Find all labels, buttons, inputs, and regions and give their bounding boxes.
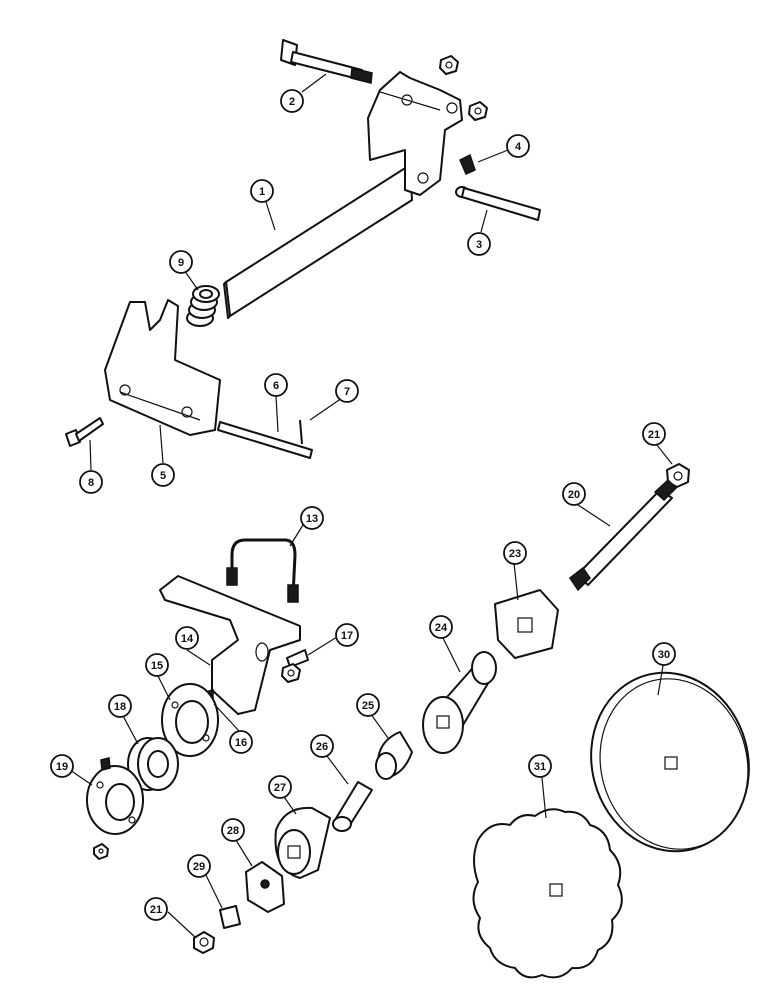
callout-3: 3 [467,232,491,256]
svg-text:31: 31 [534,761,546,773]
spool-part-24 [422,651,497,754]
svg-text:21: 21 [648,429,660,441]
svg-text:19: 19 [56,761,68,773]
svg-text:26: 26 [316,741,328,753]
svg-text:25: 25 [362,700,374,712]
callout-1: 1 [250,179,274,203]
svg-text:30: 30 [658,649,670,661]
callout-20: 20 [562,482,586,506]
arm-part-1 [223,71,463,319]
svg-text:24: 24 [435,622,448,634]
spring-part-9 [186,285,220,327]
svg-text:14: 14 [181,633,194,645]
callout-21-upper: 21 [642,422,666,446]
spool-end-part-23 [494,589,559,659]
svg-text:23: 23 [509,548,521,560]
tube-part-26 [332,781,373,832]
callout-28: 28 [221,818,245,842]
bolt-part-2 [280,39,373,84]
callout-14: 14 [175,626,199,650]
svg-text:21: 21 [150,904,162,916]
callout-8: 8 [79,470,103,494]
cone-part-25 [375,731,413,780]
flange-part-15 [161,683,219,757]
svg-text:5: 5 [160,470,166,482]
callout-19: 19 [50,754,74,778]
callout-31: 31 [528,754,552,778]
svg-text:13: 13 [306,513,318,525]
callout-29: 29 [187,854,211,878]
callout-24: 24 [429,615,453,639]
bracket-part-5 [104,299,221,436]
callout-18: 18 [108,694,132,718]
notched-disc-part-31 [472,808,623,979]
callout-23: 23 [503,541,527,565]
svg-text:15: 15 [151,660,163,672]
svg-text:18: 18 [114,701,126,713]
bolt-part-8 [65,417,104,447]
svg-text:4: 4 [515,141,522,153]
nut-top-2 [468,101,488,121]
svg-text:28: 28 [227,825,239,837]
nut-mid [281,663,301,683]
callout-26: 26 [310,734,334,758]
callout-30: 30 [652,642,676,666]
svg-text:3: 3 [476,239,482,251]
block-part-28 [245,861,285,913]
svg-text:17: 17 [341,630,353,642]
callout-15: 15 [145,653,169,677]
callout-16: 16 [229,730,253,754]
callout-21-lower: 21 [144,897,168,921]
clip-part-29 [219,905,241,929]
svg-text:8: 8 [88,477,94,489]
svg-text:20: 20 [568,489,580,501]
callout-9: 9 [169,250,193,274]
nut-top-1 [439,55,459,75]
svg-text:29: 29 [193,861,205,873]
callout-4: 4 [506,134,530,158]
svg-text:2: 2 [289,96,295,108]
pin-part-3 [455,186,541,221]
u-bolt-part-13 [226,538,299,603]
nut-lower-left [93,843,109,860]
shaft-part-20 [568,478,678,592]
svg-text:16: 16 [235,737,247,749]
cotter-part-7 [299,419,303,445]
plate-part-14 [159,575,301,715]
svg-text:6: 6 [273,380,279,392]
callout-17: 17 [335,623,359,647]
hub-part-19 [86,757,144,835]
bearing-part-18 [127,737,179,791]
clip-part-4 [459,153,476,175]
svg-text:1: 1 [259,186,265,198]
callout-2: 2 [280,89,304,113]
callout-13: 13 [300,506,324,530]
callout-27: 27 [268,775,292,799]
callout-6: 6 [264,373,288,397]
svg-text:27: 27 [274,782,286,794]
svg-text:7: 7 [344,386,350,398]
rod-part-6 [217,421,313,459]
bell-part-27 [274,806,331,879]
disc-part-30 [590,671,750,853]
callout-5: 5 [151,463,175,487]
nut-part-21-lower [193,931,215,954]
bolt-part-17 [286,649,309,668]
svg-text:9: 9 [178,257,184,269]
callout-7: 7 [335,379,359,403]
callout-25: 25 [356,693,380,717]
